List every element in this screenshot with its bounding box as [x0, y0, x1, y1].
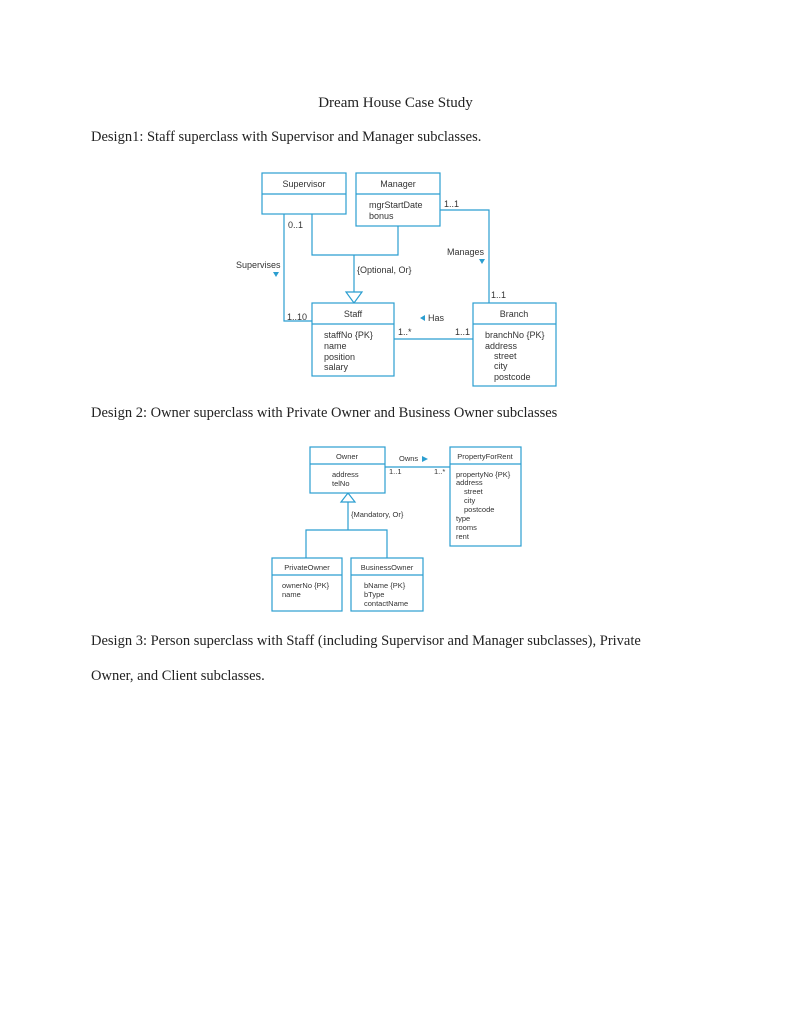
- class-name: Branch: [500, 309, 529, 319]
- class-manager: Manager mgrStartDate bonus: [355, 172, 441, 227]
- diagram2: Owner address telNo PropertyForRent prop…: [271, 446, 522, 612]
- supervises-line: [283, 214, 312, 322]
- generalization-triangle: [344, 291, 364, 305]
- attribute: bType: [364, 590, 384, 599]
- attribute: position: [324, 352, 355, 362]
- multiplicity-label: 1..1: [389, 467, 402, 476]
- attribute: mgrStartDate: [369, 200, 423, 210]
- attribute: street: [494, 351, 517, 361]
- attribute: propertyNo {PK}: [456, 470, 511, 479]
- attribute: name: [282, 590, 301, 599]
- attribute: rent: [456, 532, 470, 541]
- attribute: bonus: [369, 211, 394, 221]
- generalization-triangle: [339, 492, 357, 503]
- design2-heading: Design 2: Owner superclass with Private …: [91, 405, 558, 421]
- association-label-manages: Manages: [447, 247, 485, 257]
- class-name: Owner: [336, 452, 359, 461]
- class-supervisor: Supervisor: [261, 172, 347, 215]
- constraint-label: {Mandatory, Or}: [351, 510, 404, 519]
- design1-heading: Design1: Staff superclass with Superviso…: [91, 129, 482, 145]
- attribute: staffNo {PK}: [324, 330, 373, 340]
- class-private-owner: PrivateOwner ownerNo {PK} name: [271, 557, 343, 612]
- generalization-branch-line: [311, 214, 399, 256]
- attribute: address: [485, 341, 518, 351]
- multiplicity-label: 1..*: [398, 327, 412, 337]
- class-branch: Branch branchNo {PK} address street city…: [472, 302, 557, 387]
- constraint-label: {Optional, Or}: [357, 265, 412, 275]
- attribute: rooms: [456, 523, 477, 532]
- direction-arrow-icon: [479, 259, 485, 264]
- multiplicity-label: 1..*: [434, 467, 445, 476]
- class-staff: Staff staffNo {PK} name position salary: [311, 302, 395, 377]
- association-label-owns: Owns: [399, 454, 418, 463]
- class-name: Supervisor: [282, 179, 325, 189]
- attribute: salary: [324, 362, 349, 372]
- attribute: type: [456, 514, 470, 523]
- class-name: BusinessOwner: [361, 563, 414, 572]
- attribute: bName {PK}: [364, 581, 406, 590]
- attribute: telNo: [332, 479, 350, 488]
- attribute: city: [494, 361, 508, 371]
- direction-arrow-icon: [420, 315, 425, 321]
- attribute: branchNo {PK}: [485, 330, 545, 340]
- attribute: postcode: [464, 505, 494, 514]
- multiplicity-label: 1..10: [287, 312, 307, 322]
- direction-arrow-icon: [422, 456, 428, 462]
- diagram1: Supervisor Manager mgrStartDate bonus St…: [236, 172, 557, 387]
- attribute: ownerNo {PK}: [282, 581, 330, 590]
- design3-heading-line1: Design 3: Person superclass with Staff (…: [91, 633, 641, 649]
- document-title: Dream House Case Study: [318, 95, 473, 111]
- class-name: PropertyForRent: [457, 452, 513, 461]
- direction-arrow-icon: [273, 272, 279, 277]
- attribute: address: [456, 478, 483, 487]
- multiplicity-label: 0..1: [288, 220, 303, 230]
- attribute: address: [332, 470, 359, 479]
- design3-heading-line2: Owner, and Client subclasses.: [91, 668, 265, 684]
- generalization-branch-line: [305, 529, 388, 558]
- association-label-supervises: Supervises: [236, 260, 281, 270]
- class-name: Manager: [380, 179, 416, 189]
- multiplicity-label: 1..1: [491, 290, 506, 300]
- attribute: street: [464, 487, 484, 496]
- attribute: postcode: [494, 372, 531, 382]
- multiplicity-label: 1..1: [444, 199, 459, 209]
- attribute: contactName: [364, 599, 408, 608]
- attribute: name: [324, 341, 347, 351]
- class-name: PrivateOwner: [284, 563, 330, 572]
- multiplicity-label: 1..1: [455, 327, 470, 337]
- manages-line: [440, 209, 490, 303]
- class-name: Staff: [344, 309, 363, 319]
- attribute: city: [464, 496, 476, 505]
- class-owner: Owner address telNo: [309, 446, 386, 494]
- class-property-for-rent: PropertyForRent propertyNo {PK} address …: [449, 446, 522, 547]
- class-business-owner: BusinessOwner bName {PK} bType contactNa…: [350, 557, 424, 612]
- association-label-has: Has: [428, 313, 445, 323]
